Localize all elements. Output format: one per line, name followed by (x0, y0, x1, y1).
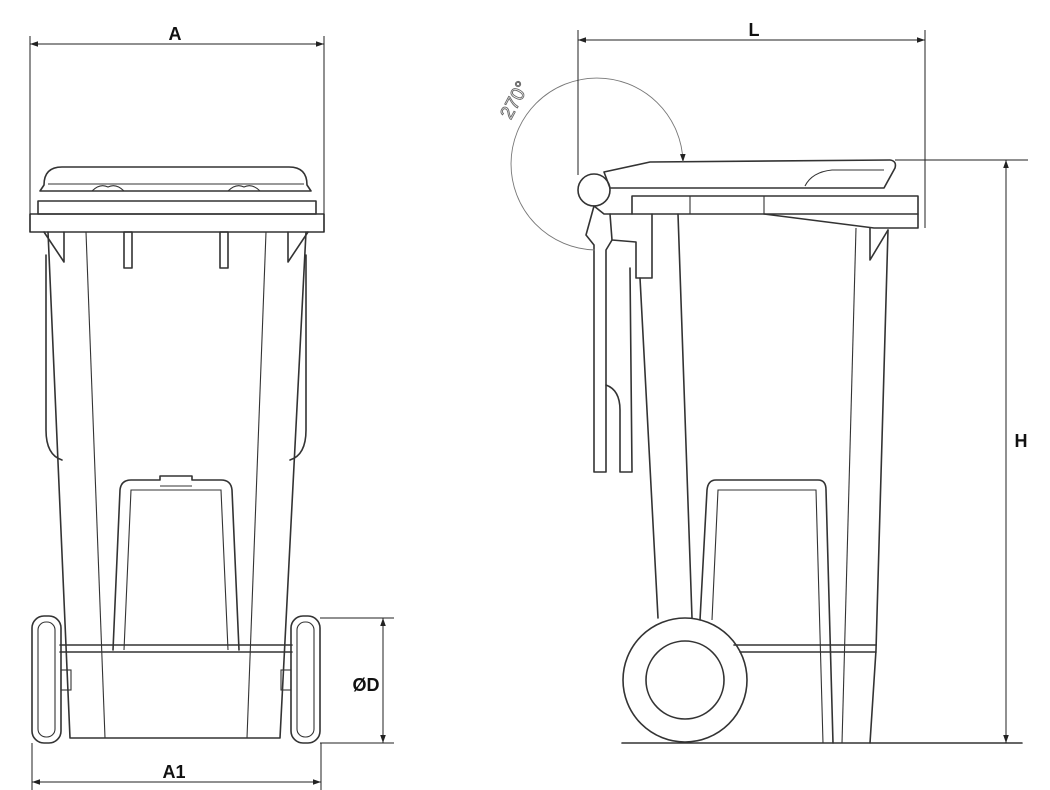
dimension-a1-label: A1 (162, 762, 185, 782)
dimension-h: H (895, 159, 1028, 743)
side-lid (603, 159, 897, 189)
side-wheel-hub (645, 640, 725, 720)
front-rim-lower (29, 213, 325, 233)
front-tab-left (123, 231, 133, 269)
front-view (29, 166, 325, 744)
dimension-l: L (577, 20, 926, 228)
front-lid-hinge-left (91, 185, 125, 192)
dimension-a-label: A (169, 24, 182, 44)
front-wheel-right (290, 615, 321, 744)
front-side-flap-left (45, 254, 63, 461)
front-body (47, 231, 307, 739)
side-back-panel (585, 205, 613, 473)
front-lid-hinge-right (227, 185, 261, 192)
front-lid (39, 166, 312, 192)
side-rim (631, 195, 919, 215)
side-wheel (622, 617, 748, 743)
front-rim-upper (37, 200, 317, 215)
front-pedal-frame (112, 475, 240, 651)
lid-rotation-arc: 270° (496, 77, 686, 251)
dimension-a1: A1 (31, 743, 322, 790)
dimension-h-label: H (1015, 431, 1028, 451)
side-view (577, 159, 1023, 744)
dimension-d: ØD (320, 617, 394, 744)
front-side-flap-right (289, 254, 307, 461)
dimension-l-label: L (749, 20, 760, 40)
side-body-back (639, 277, 659, 619)
side-pedal-frame (699, 479, 834, 744)
front-tab-right (219, 231, 229, 269)
side-body-front (869, 229, 889, 744)
dimension-a: A (29, 24, 325, 232)
lid-angle-label: 270° (497, 78, 534, 123)
side-handle (609, 213, 653, 279)
front-wheel-left (31, 615, 62, 744)
dimension-d-label: ØD (353, 675, 380, 695)
side-hinge (577, 173, 611, 207)
